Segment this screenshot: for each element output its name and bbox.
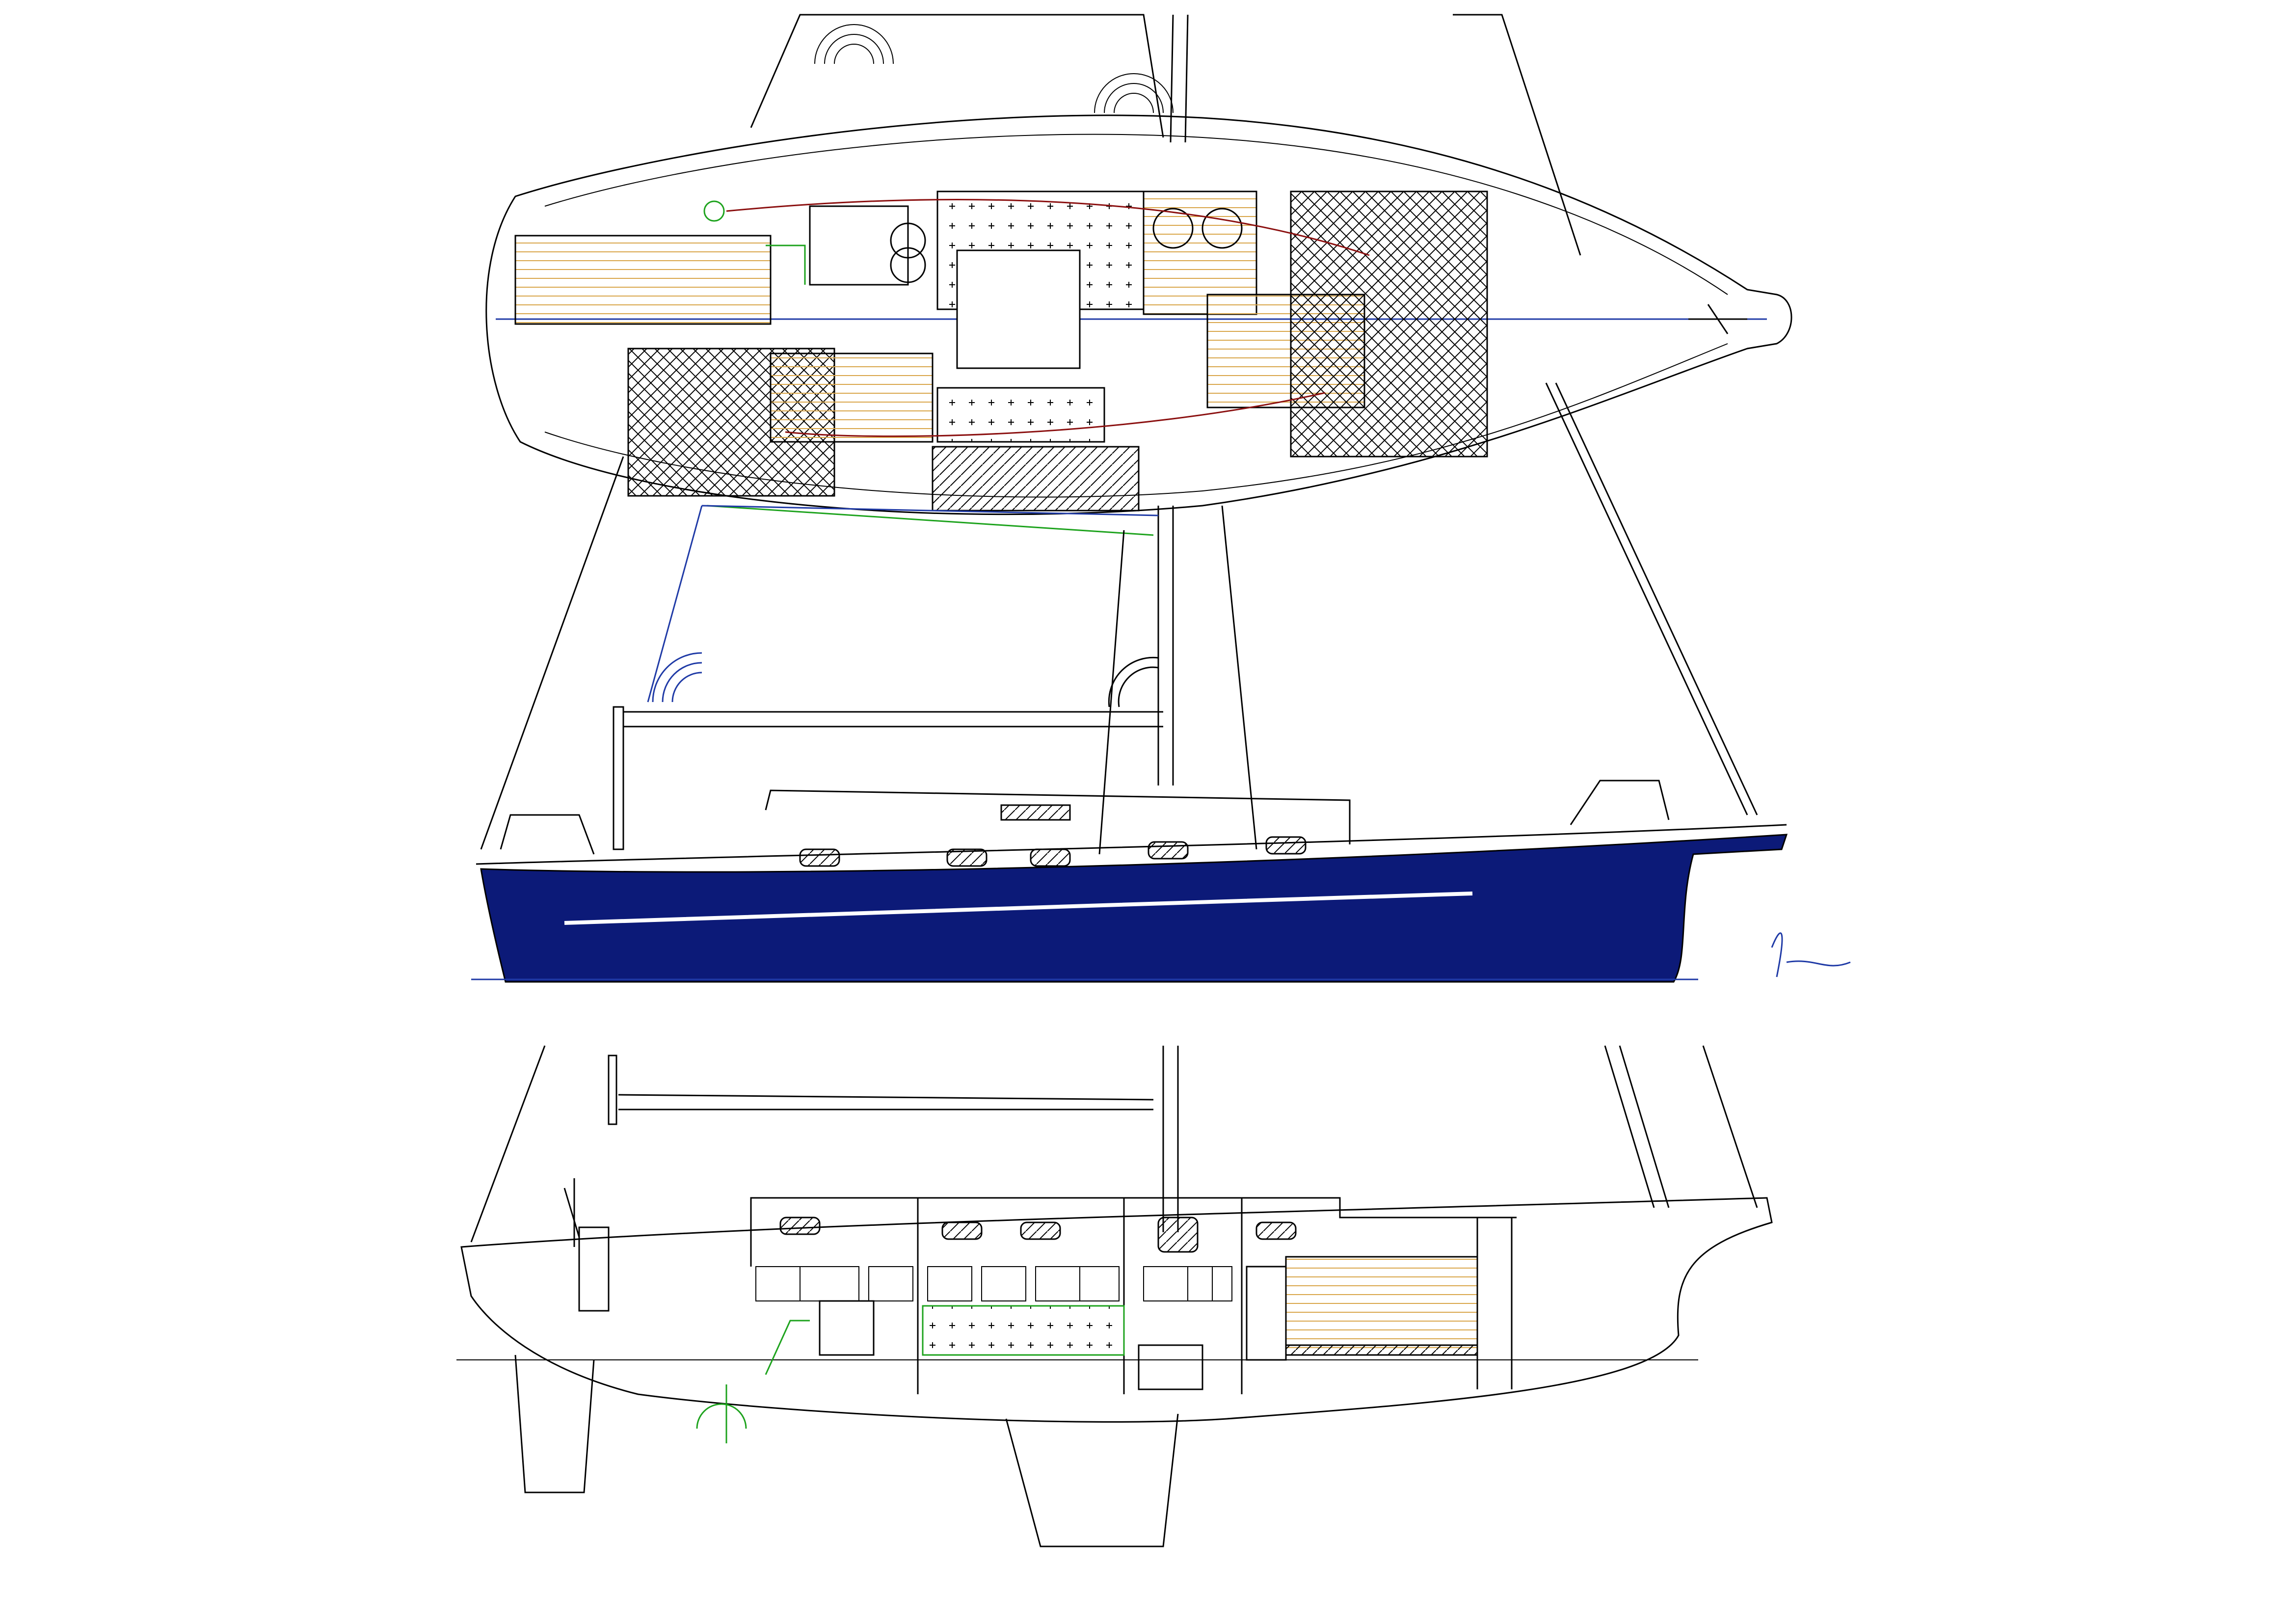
interior-bulkheads: [917, 1198, 1513, 1394]
wiring-run: [726, 199, 1370, 437]
portlight: [1020, 1221, 1061, 1240]
sink-2: [890, 247, 926, 283]
saloon-table: [956, 249, 1081, 369]
plan-mast-lines: [1170, 14, 1189, 143]
cabinets: [755, 1266, 1232, 1301]
aft-locker-hatched: [1290, 190, 1488, 458]
interior-settee: [922, 1305, 1125, 1356]
boot-stripe: [564, 892, 1473, 925]
vee-berth: [1285, 1256, 1478, 1356]
boom: [623, 711, 1163, 728]
saloon-settee-port: [936, 387, 1105, 443]
shroud: [1221, 505, 1257, 850]
rudder: [514, 1354, 595, 1493]
interior-bimini-post: [608, 1055, 617, 1125]
plan-mast-step: [703, 200, 725, 222]
sink-1: [890, 222, 926, 259]
saloon-sole-port: [770, 352, 934, 443]
cabin-top: [765, 789, 1351, 844]
portlight: [799, 848, 840, 867]
port-cabinet-hatched: [932, 446, 1140, 512]
portlight: [946, 848, 988, 867]
galley-stove: [819, 1300, 875, 1356]
portlight: [941, 1221, 983, 1240]
mast: [1157, 506, 1174, 785]
forestay: [480, 456, 624, 850]
keel: [1005, 1413, 1179, 1547]
backstay: [1545, 382, 1748, 815]
portlight: [1030, 848, 1071, 867]
steering-pedestal: [696, 1320, 810, 1443]
portlights: [799, 836, 1307, 867]
portlight: [1157, 1217, 1199, 1253]
interior-wheel: [563, 1178, 580, 1247]
cabin-vent: [1000, 804, 1071, 821]
hull-topsides: [480, 834, 1788, 983]
galley-sink: [1152, 208, 1194, 249]
companionway: [578, 1226, 610, 1312]
forepeak-berth: [514, 235, 772, 325]
profile-mast-arcs: [1108, 656, 1159, 707]
plan-rudder-pintle: [1688, 304, 1747, 334]
portlight: [779, 1217, 821, 1235]
portlight: [1148, 841, 1189, 860]
deck-line: [476, 824, 1787, 865]
profile-winch-arcs: [652, 652, 702, 703]
interior-boom: [618, 1094, 1154, 1110]
designer-signature: [1771, 932, 1851, 977]
stern-pulpit: [500, 814, 595, 855]
lower-shroud: [1098, 530, 1125, 855]
interior-backstay: [470, 1045, 1758, 1243]
interior-portlights: [779, 1217, 1297, 1253]
portlight: [1255, 1221, 1297, 1240]
portlight: [1265, 836, 1307, 855]
accommodation-plan: [485, 14, 1792, 536]
heads-door: [1246, 1266, 1287, 1361]
plan-green-detail: [706, 244, 1154, 536]
headsail-leech: [647, 505, 1159, 703]
plan-hull-outline: [485, 114, 1792, 515]
interior-cabin-top: [750, 1197, 1517, 1267]
sail-profile: [471, 382, 1851, 983]
plan-winch-arcs: [814, 24, 1174, 113]
berth-base: [1285, 1344, 1478, 1356]
toilet: [1138, 1344, 1203, 1390]
bimini-post: [613, 706, 624, 850]
interior-profile: [456, 1045, 1773, 1547]
plan-headsail-outline: [1453, 14, 1581, 256]
interior-mast: [1162, 1046, 1179, 1232]
stove-burner: [1201, 208, 1243, 249]
bow-pulpit: [1570, 780, 1670, 825]
interior-hull-outline: [460, 1197, 1773, 1423]
plan-mainsail-outline: [750, 14, 1164, 138]
backstay-parallel: [1555, 382, 1758, 815]
